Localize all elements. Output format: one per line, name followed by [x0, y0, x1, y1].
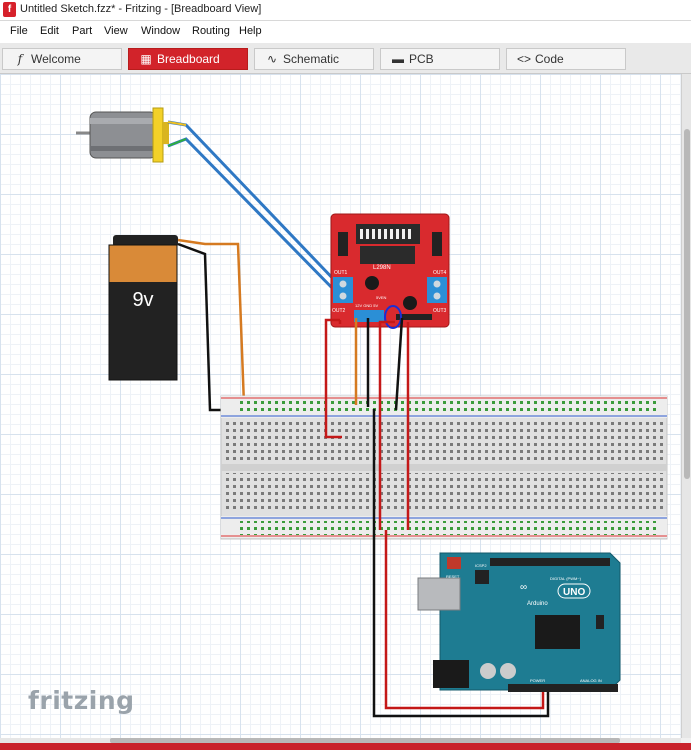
- menu-view[interactable]: View: [104, 25, 128, 37]
- breadboard-icon: ▦: [140, 52, 152, 66]
- arduino-uno[interactable]: RESET DIGITAL (PWM~) ICSP2 ∞ Arduino UNO…: [417, 552, 621, 692]
- horizontal-scrollbar[interactable]: [0, 738, 681, 743]
- window-title: Untitled Sketch.fzz* - Fritzing - [Bread…: [20, 3, 262, 15]
- arduino-model-label: UNO: [563, 587, 585, 598]
- arduino-infinity-logo: ∞: [520, 582, 527, 593]
- arduino-icsp-label: ICSP2: [475, 563, 487, 568]
- menu-window[interactable]: Window: [141, 25, 181, 37]
- tab-breadboard[interactable]: ▦ Breadboard: [128, 48, 248, 70]
- arduino-analog-label: ANALOG IN: [580, 678, 602, 683]
- arduino-reset-label: RESET: [446, 574, 460, 579]
- schematic-icon: ∿: [266, 52, 278, 66]
- view-tab-bar: f Welcome ▦ Breadboard ∿ Schematic ▬ PCB…: [0, 43, 691, 74]
- l298n-driver-board[interactable]: L298N OUT1 OUT2 OUT3 OUT4 12V GND 5V 5VE…: [330, 213, 450, 329]
- battery-label: 9v: [132, 289, 153, 311]
- battery-9v[interactable]: 9v: [108, 235, 178, 381]
- arduino-brand-label: Arduino: [527, 601, 548, 607]
- control-wires[interactable]: [324, 317, 550, 718]
- motor-wires[interactable]: [167, 120, 342, 298]
- title-bar: f Untitled Sketch.fzz* - Fritzing - [Bre…: [0, 0, 691, 21]
- menu-help[interactable]: Help: [239, 25, 262, 37]
- tab-schematic[interactable]: ∿ Schematic: [254, 48, 374, 70]
- fritzing-watermark: fritzing: [28, 686, 135, 715]
- tab-pcb[interactable]: ▬ PCB: [380, 48, 500, 70]
- menu-routing[interactable]: Routing: [192, 25, 230, 37]
- breadboard[interactable]: [220, 395, 668, 540]
- battery-wires[interactable]: [177, 238, 246, 412]
- tab-code[interactable]: <> Code: [506, 48, 626, 70]
- driver-enable-label: 5VEN: [376, 295, 387, 300]
- menu-part[interactable]: Part: [72, 25, 93, 37]
- driver-out3-label: OUT3: [433, 308, 447, 314]
- driver-chip-label: L298N: [373, 265, 391, 271]
- menu-bar: File Edit Part View Window Routing Help: [0, 21, 691, 43]
- driver-out4-label: OUT4: [433, 270, 447, 276]
- menu-file[interactable]: File: [10, 25, 28, 37]
- circuit-drawing: 9v L298N: [76, 107, 668, 718]
- dc-motor[interactable]: [76, 107, 169, 163]
- vertical-scroll-thumb[interactable]: [684, 129, 690, 479]
- code-icon: <>: [516, 52, 531, 66]
- vertical-scrollbar[interactable]: [681, 74, 691, 738]
- driver-out1-label: OUT1: [334, 270, 348, 276]
- tab-welcome[interactable]: f Welcome: [2, 48, 122, 70]
- horizontal-scroll-thumb[interactable]: [110, 738, 620, 743]
- arduino-digital-label: DIGITAL (PWM~): [550, 576, 582, 581]
- arduino-power-label: POWER: [530, 678, 545, 683]
- welcome-icon: f: [17, 52, 23, 66]
- pcb-icon: ▬: [392, 52, 404, 66]
- menu-edit[interactable]: Edit: [40, 25, 59, 37]
- breadboard-canvas[interactable]: 9v L298N: [0, 74, 681, 738]
- highlight-ellipse: [384, 305, 402, 329]
- driver-power-label: 12V GND 5V: [355, 303, 378, 308]
- fritzing-app-icon: f: [3, 2, 16, 17]
- driver-out2-label: OUT2: [332, 308, 346, 314]
- bottom-toolbar: [0, 743, 691, 750]
